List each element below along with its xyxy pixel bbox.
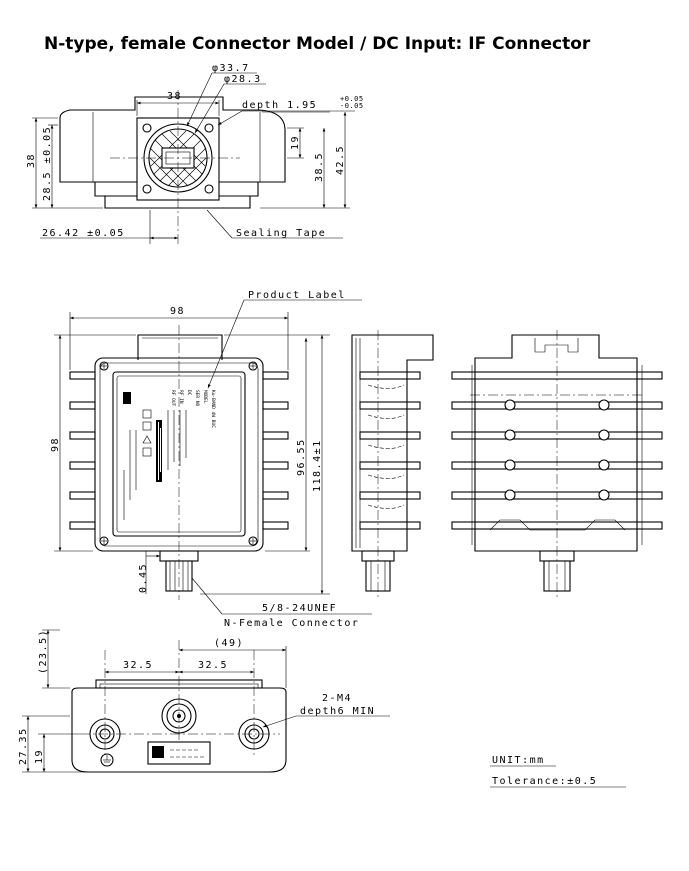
dim-offset-26-42: 26.42 ±0.05 (42, 228, 125, 239)
front-corner-screw (99, 536, 109, 546)
dim-32-5-right: 32.5 (198, 660, 228, 671)
label-barcode (156, 420, 162, 482)
dim-19: 19 (34, 749, 45, 764)
connector-callout: N-Female Connector (224, 618, 359, 629)
notes: UNIT:mm Tolerance:±0.5 (490, 755, 626, 788)
product-label-text: Ku-BAND 4W BUC MODEL SER NO DC RF IN RF … (170, 390, 216, 428)
ground-icon (100, 753, 114, 767)
unit-note: UNIT:mm (492, 755, 545, 766)
rear-top-slot (534, 338, 579, 353)
dim-height-98: 98 (50, 437, 61, 452)
dim-height-38-5: 38.5 (314, 152, 325, 182)
front-fins-left (69, 371, 96, 530)
dim-dia-inner: φ28.3 (224, 74, 262, 85)
bottom-view: (23.5) (49) 32.5 32.5 2-M4 depth6 MIN 27… (18, 629, 390, 773)
side-fins (359, 371, 421, 530)
front-fins-right (262, 371, 289, 530)
tolerance-note: Tolerance:±0.5 (492, 776, 597, 787)
dim-height-38: 38 (26, 153, 37, 168)
front-top-boss (137, 334, 223, 360)
label-logo (123, 392, 131, 404)
flange-screw-hole (142, 123, 152, 133)
dim-dia-outer: φ33.7 (212, 63, 250, 74)
label-line: MODEL (202, 390, 208, 404)
bottom-serial-label (147, 741, 211, 765)
rear-bottom-profile (489, 519, 626, 531)
dim-depth-tol-minus: -0.05 (340, 102, 364, 110)
side-hidden-lines (367, 384, 405, 509)
flange-screw-hole (142, 184, 152, 194)
dim-height-28-5: 28.5 ±0.05 (42, 126, 53, 201)
label-line: Ku-BAND 4W BUC (210, 390, 216, 428)
front-corner-screw (248, 536, 258, 546)
rear-view (451, 330, 663, 598)
dim-32-5-left: 32.5 (123, 660, 153, 671)
bottom-housing (71, 687, 287, 773)
dim-depth: depth 1.95 (242, 100, 317, 111)
label-line: SER NO (194, 390, 200, 407)
dim-width-38: 38 (167, 91, 182, 102)
dim-height-19: 19 (290, 135, 301, 150)
dim-23-5: (23.5) (38, 629, 49, 674)
rear-housing (474, 334, 638, 552)
label-fine-print (123, 410, 187, 520)
m4-depth-callout: depth6 MIN (300, 706, 375, 717)
front-corner-screw (99, 361, 109, 371)
label-line: RF OUT (170, 390, 176, 407)
side-housing (351, 334, 434, 552)
side-view (351, 330, 434, 598)
front-view: Ku-BAND 4W BUC MODEL SER NO DC RF IN RF … (50, 290, 372, 629)
m4-callout: 2-M4 (322, 693, 352, 704)
qr-code (152, 746, 164, 758)
flange-screw-hole (204, 184, 214, 194)
label-compliance-marks (142, 409, 152, 457)
dim-27-35: 27.35 (18, 727, 29, 765)
flange-screw-hole (204, 123, 214, 133)
top-view: 38 φ33.7 φ28.3 depth 1.95 +0.05 -0.05 38… (26, 63, 364, 244)
label-line: DC (186, 390, 192, 396)
top-housing-outline (59, 96, 286, 183)
dim-height-118-4: 118.4±1 (312, 439, 323, 492)
flange-outer-circle (143, 123, 213, 193)
front-corner-screw (248, 361, 258, 371)
dim-49: (49) (214, 638, 244, 649)
dim-offset-0-45: 0.45 (138, 563, 149, 593)
dim-height-96-55: 96.55 (296, 438, 307, 476)
dim-height-42-5: 42.5 (335, 145, 346, 175)
product-label-callout: Product Label (248, 290, 346, 301)
dim-width-98: 98 (170, 306, 185, 317)
top-base-plate (104, 196, 251, 209)
label-line: RF IN (178, 390, 184, 404)
dim-depth-tol-plus: +0.05 (340, 95, 364, 103)
thread-callout: 5/8-24UNEF (262, 603, 337, 614)
rear-fin-holes (504, 399, 610, 501)
page-title: N-type, female Connector Model / DC Inpu… (44, 34, 591, 54)
sealing-tape-label: Sealing Tape (236, 228, 326, 239)
